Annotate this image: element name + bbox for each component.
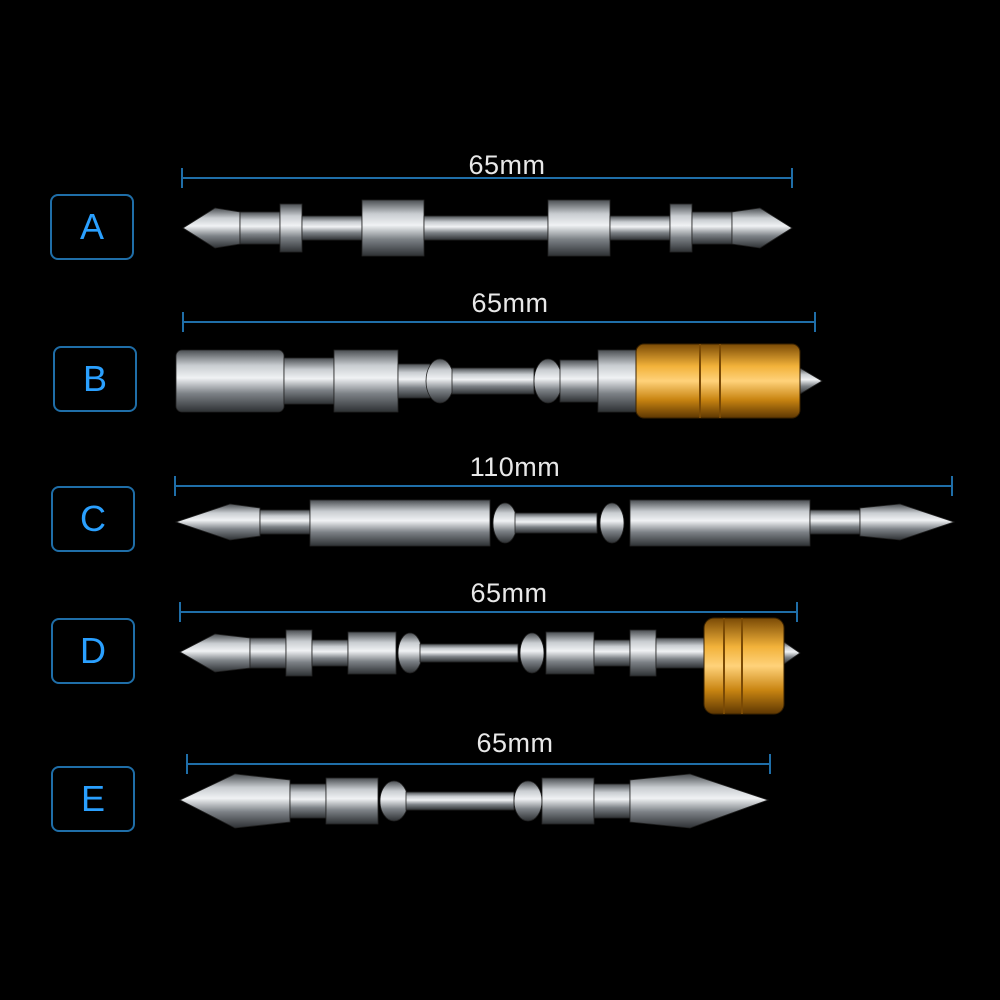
label-badge-b: B bbox=[53, 346, 137, 412]
screwdriver-bit-d bbox=[179, 617, 801, 715]
screwdriver-bit-b bbox=[175, 343, 823, 419]
magnetic-sleeve-b bbox=[635, 343, 801, 419]
screwdriver-bit-c bbox=[174, 499, 956, 547]
magnetic-sleeve-d bbox=[703, 617, 785, 715]
dimension-label-c: 110mm bbox=[469, 452, 561, 482]
bit-row-c: C 110mm bbox=[0, 448, 1000, 578]
bit-row-a: A 65mm bbox=[0, 150, 1000, 280]
dimension-line-a bbox=[181, 168, 793, 188]
label-badge-c: C bbox=[51, 486, 135, 552]
dimension-label-a: 65mm bbox=[468, 150, 546, 180]
screwdriver-bit-e bbox=[179, 773, 770, 829]
bit-row-b: B 65mm bbox=[0, 288, 1000, 438]
dimension-label-e: 65mm bbox=[476, 728, 554, 758]
label-badge-a: A bbox=[50, 194, 134, 260]
dimension-line-d bbox=[179, 602, 798, 622]
bit-row-e: E 65mm bbox=[0, 728, 1000, 878]
screwdriver-bit-a bbox=[182, 199, 793, 257]
dimension-line-b bbox=[182, 312, 816, 332]
bit-row-d: D 65mm bbox=[0, 578, 1000, 728]
dimension-label-b: 65mm bbox=[471, 288, 549, 318]
label-badge-d: D bbox=[51, 618, 135, 684]
dimension-line-e bbox=[186, 754, 771, 774]
dimension-label-d: 65mm bbox=[470, 578, 548, 608]
dimension-line-c bbox=[174, 476, 953, 496]
label-badge-e: E bbox=[51, 766, 135, 832]
